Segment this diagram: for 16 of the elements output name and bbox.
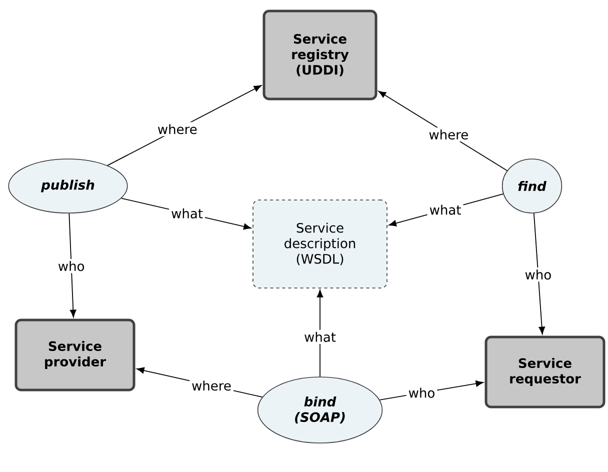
arrow [68,212,76,318]
arrow [316,290,324,378]
edge-label: who [522,268,554,282]
edge-label: what [169,206,205,220]
edge-label: what [302,330,338,344]
description-box: Service description (WSDL) [252,200,388,288]
edge-label: where [190,378,234,393]
process-box: Service provider [14,318,136,392]
process-box: Service requestor [484,336,606,408]
edge-label: what [427,202,464,217]
process-box: Service registry (UDDI) [262,10,378,100]
edge-label: who [406,386,438,400]
arrow [533,212,546,334]
edge-label: where [155,122,200,136]
edge-label: where [426,127,471,142]
edge-label: who [56,259,87,274]
